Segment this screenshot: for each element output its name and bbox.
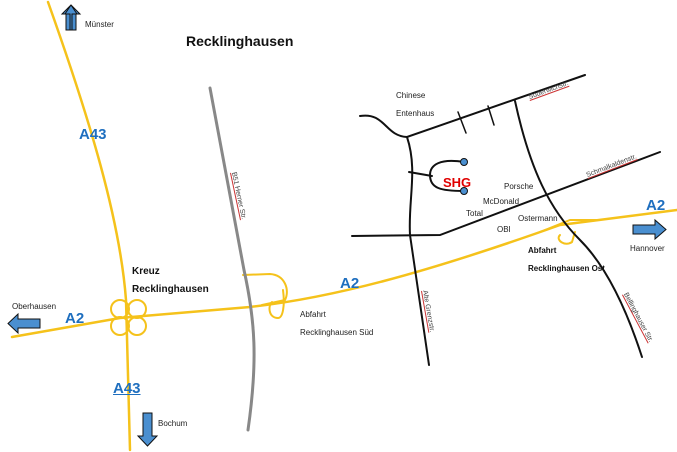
a2-label: A2: [646, 197, 666, 214]
kreuz-cloverleaf: [110, 299, 147, 336]
a43-road: [46, 0, 132, 452]
exit-sued-ramp: [242, 272, 288, 320]
direction-arrows: [7, 4, 667, 447]
interchange-label: Recklinghausen: [132, 284, 209, 295]
schmalkalden-road: [351, 151, 661, 237]
a2-label: A2: [340, 275, 360, 292]
arrow-left-icon: [7, 312, 41, 335]
arrow-up-icon: [60, 4, 82, 31]
suderwich-road: [359, 74, 586, 139]
arrow-right-icon: [632, 218, 667, 241]
exit-label: Recklinghausen Ost: [528, 264, 605, 273]
interchange-label: Kreuz: [132, 266, 160, 277]
exit-label: Recklinghausen Süd: [300, 328, 374, 337]
place-label: OBI: [497, 225, 511, 234]
place-label: Ostermann: [518, 214, 558, 223]
a2-road: [10, 208, 677, 339]
a43-label: A43: [79, 126, 107, 143]
place-label: Chinese: [396, 91, 426, 100]
map-title: Recklinghausen: [186, 33, 294, 49]
place-label: Porsche: [504, 182, 534, 191]
bellinghauser-road: [514, 100, 643, 358]
place-label: McDonald: [483, 197, 520, 206]
shg-label: SHG: [443, 175, 472, 190]
a43-label: A43: [113, 380, 141, 397]
arrow-down-icon: [136, 412, 159, 447]
side-road: [408, 159, 465, 192]
alte-grenz-road: [406, 136, 430, 366]
direction-label: Hannover: [630, 244, 665, 253]
exit-label: Abfahrt: [300, 310, 326, 319]
direction-label: Münster: [85, 20, 114, 29]
place-label: Entenhaus: [396, 109, 435, 118]
direction-label: Bochum: [158, 419, 188, 428]
direction-label: Oberhausen: [12, 302, 57, 311]
place-label: Total: [466, 209, 483, 218]
b51-road: [208, 86, 256, 432]
exit-ost-ramp: [539, 219, 601, 245]
exit-label: Abfahrt: [528, 246, 557, 255]
a2-label: A2: [65, 310, 85, 327]
